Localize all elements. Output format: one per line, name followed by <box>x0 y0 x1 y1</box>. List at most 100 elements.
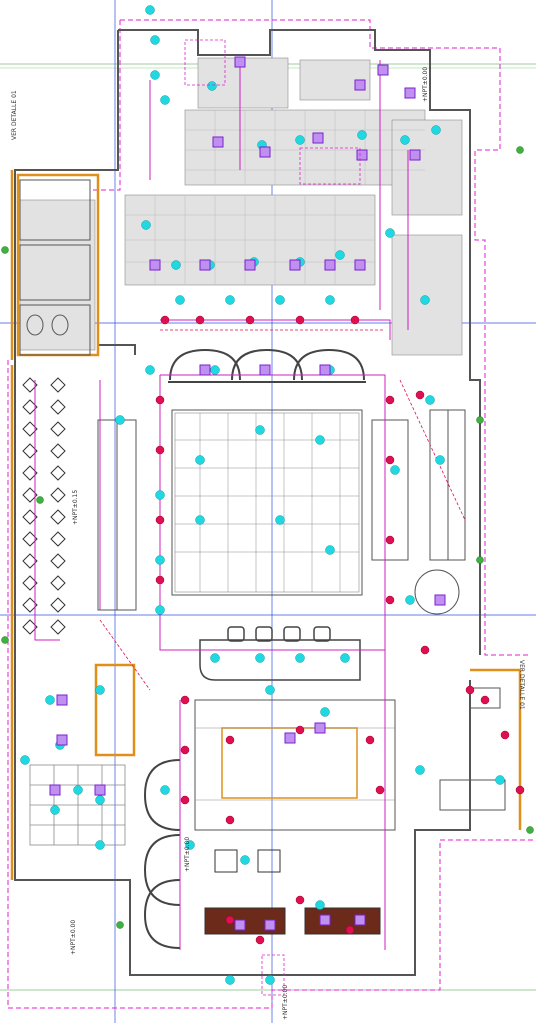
cyan-marker <box>325 545 335 555</box>
red-marker <box>155 445 165 455</box>
cyan-marker <box>225 295 235 305</box>
red-marker <box>295 315 305 325</box>
red-marker <box>385 395 395 405</box>
seat-diamond <box>50 531 66 547</box>
green-marker <box>116 921 124 929</box>
seat-diamond <box>50 619 66 635</box>
cyan-marker <box>150 70 160 80</box>
detail-boxes <box>184 39 361 996</box>
red-marker <box>385 595 395 605</box>
cyan-marker <box>171 260 181 270</box>
right-tables <box>371 409 466 615</box>
cyan-marker <box>295 135 305 145</box>
cyan-marker <box>95 685 105 695</box>
purple-fixture <box>199 259 211 271</box>
cyan-marker <box>325 295 335 305</box>
cyan-marker <box>435 455 445 465</box>
purple-fixture <box>354 79 366 91</box>
cyan-marker <box>185 840 195 850</box>
purple-fixture <box>234 919 246 931</box>
red-marker <box>225 735 235 745</box>
seat-diamond <box>50 487 66 503</box>
seat-diamond <box>50 443 66 459</box>
cyan-marker <box>240 855 250 865</box>
cyan-marker <box>195 515 205 525</box>
cyan-marker <box>150 35 160 45</box>
bar-counter <box>199 626 361 681</box>
kitchen-hatch <box>19 57 463 356</box>
purple-fixture <box>319 364 331 376</box>
right-kiosk <box>439 687 506 811</box>
left-seating <box>22 377 66 635</box>
purple-fixture <box>234 56 246 68</box>
seat-diamond <box>50 421 66 437</box>
seat-diamond <box>50 465 66 481</box>
cyan-marker <box>141 220 151 230</box>
red-marker <box>155 395 165 405</box>
cyan-marker <box>45 695 55 705</box>
cyan-marker <box>390 465 400 475</box>
section-label-right: VER DETALLE 01 <box>518 660 525 710</box>
red-marker <box>180 695 190 705</box>
cyan-marker <box>275 295 285 305</box>
purple-fixture <box>319 914 331 926</box>
purple-fixture <box>94 784 106 796</box>
plan-labels: +NPT±0.00 +NPT±0.15 +NPT±0.00 +NPT±0.00 … <box>11 67 525 1020</box>
seat-diamond <box>50 399 66 415</box>
cyan-marker <box>155 490 165 500</box>
red-marker <box>465 685 475 695</box>
purple-fixture <box>404 87 416 99</box>
red-marker <box>155 515 165 525</box>
cyan-marker <box>431 125 441 135</box>
lower-left-room <box>29 764 126 846</box>
central-dining-area <box>171 409 363 596</box>
cyan-marker <box>115 415 125 425</box>
red-marker <box>385 535 395 545</box>
cyan-marker <box>415 765 425 775</box>
red-marker <box>225 915 235 925</box>
purple-fixture <box>324 259 336 271</box>
cyan-marker <box>145 365 155 375</box>
cyan-marker <box>400 135 410 145</box>
green-marker <box>1 636 9 644</box>
cyan-marker <box>155 555 165 565</box>
cyan-marker <box>155 605 165 615</box>
red-marker <box>480 695 490 705</box>
green-marker <box>526 826 534 834</box>
purple-fixture <box>354 914 366 926</box>
level-label-bottom: +NPT±0.00 <box>282 985 289 1020</box>
purple-fixture <box>434 594 446 606</box>
cyan-marker <box>265 975 275 985</box>
cyan-marker <box>335 250 345 260</box>
purple-fixture <box>312 132 324 144</box>
seat-diamond <box>50 597 66 613</box>
section-label-left: VER DETALLE 01 <box>11 90 18 140</box>
fixture-markers <box>1 5 534 985</box>
level-label-lower-left: +NPT±0.00 <box>70 920 77 955</box>
cyan-marker <box>315 900 325 910</box>
seat-diamond <box>50 509 66 525</box>
purple-fixture <box>259 364 271 376</box>
red-marker <box>195 315 205 325</box>
red-marker <box>500 730 510 740</box>
cyan-marker <box>495 775 505 785</box>
purple-fixture <box>259 146 271 158</box>
red-marker <box>180 745 190 755</box>
red-marker <box>420 645 430 655</box>
cyan-marker <box>20 755 30 765</box>
cyan-marker <box>50 805 60 815</box>
purple-fixture <box>56 734 68 746</box>
green-marker <box>476 556 484 564</box>
red-marker <box>385 455 395 465</box>
cyan-marker <box>255 425 265 435</box>
red-marker <box>160 315 170 325</box>
purple-fixture <box>284 732 296 744</box>
circuit-wiring <box>34 60 409 950</box>
purple-fixture <box>264 919 276 931</box>
cyan-marker <box>255 653 265 663</box>
cyan-marker <box>207 81 217 91</box>
level-label-mid: +NPT±0.15 <box>72 490 79 525</box>
cyan-marker <box>210 365 220 375</box>
cyan-marker <box>320 707 330 717</box>
red-dashed-wiring <box>99 329 466 691</box>
